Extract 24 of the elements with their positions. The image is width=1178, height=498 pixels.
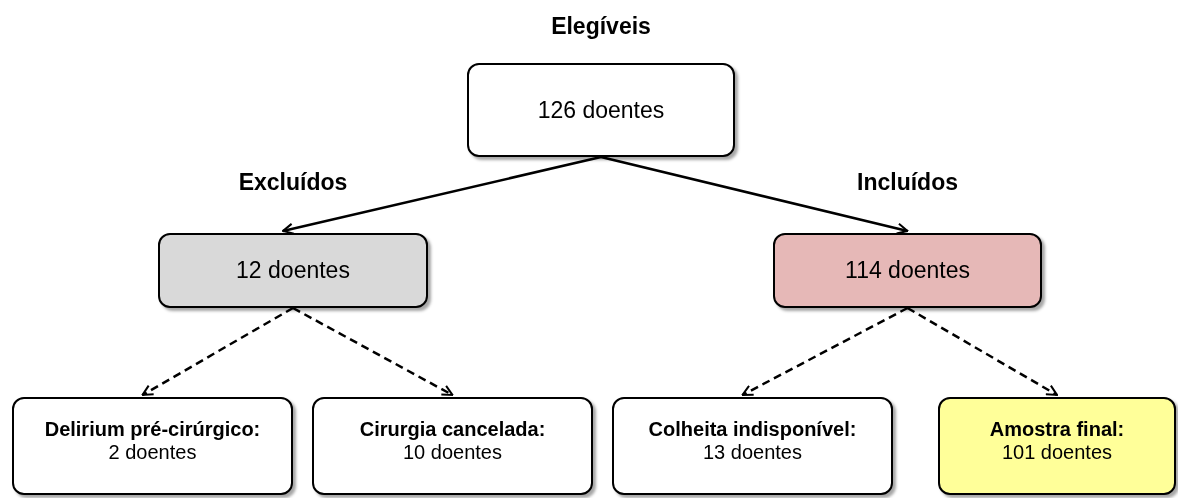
category-title: Amostra final:: [989, 418, 1125, 441]
arrow: [282, 155, 602, 235]
patient-count: 2 doentes: [108, 441, 197, 464]
category-title: Delirium pré-cirúrgico:: [44, 418, 261, 441]
arrow: [906, 306, 1058, 397]
patient-count: 126 doentes: [537, 96, 665, 124]
category-title: Cirurgia cancelada:: [359, 418, 546, 441]
process-box: [612, 397, 893, 495]
arrow: [741, 306, 909, 397]
patient-count: 10 doentes: [403, 441, 502, 464]
arrow: [141, 306, 294, 397]
arrow: [292, 306, 454, 397]
patient-count: 13 doentes: [703, 441, 802, 464]
patient-count: 101 doentes: [1001, 441, 1113, 464]
process-box: [938, 397, 1176, 495]
patient-count: 12 doentes: [236, 257, 350, 284]
group-heading: Elegíveis: [550, 13, 652, 40]
group-heading: Incluídos: [856, 169, 959, 196]
group-heading: Excluídos: [237, 169, 349, 196]
patient-count: 114 doentes: [845, 257, 970, 284]
arrow: [600, 155, 909, 235]
category-title: Colheita indisponível:: [648, 418, 857, 441]
process-box: [312, 397, 593, 495]
process-box: [12, 397, 293, 495]
